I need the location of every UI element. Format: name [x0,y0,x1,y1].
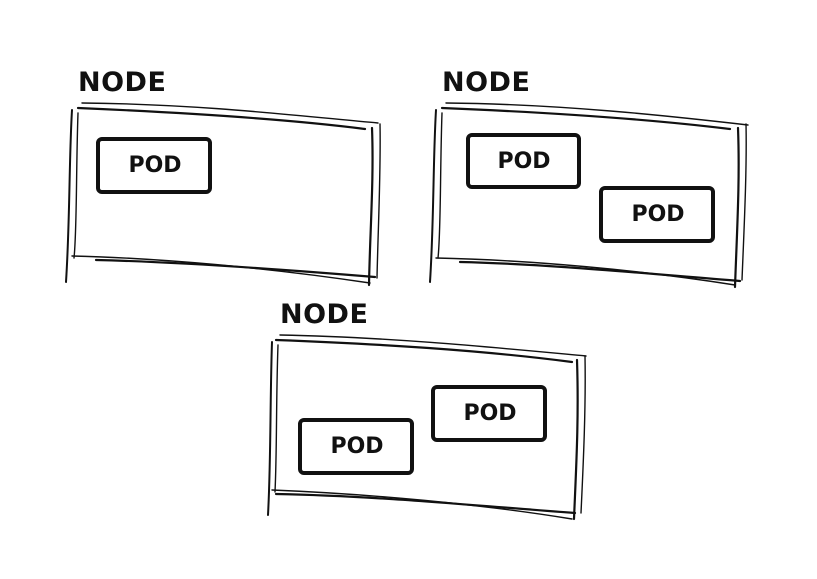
node-2-pod-2-label: POD [631,202,685,227]
node-2-label: NODE [442,67,531,98]
node-1-frame [65,102,381,287]
node-3-label: NODE [280,299,369,330]
node-2-pod-2-box [599,186,715,243]
node-1-label: NODE [78,67,167,98]
node-3-pod-1-label: POD [463,401,517,426]
node-1-pod-1-box [96,137,212,194]
node-3-pod-1-box [431,385,547,442]
node-3-pod-2-label: POD [330,434,384,459]
node-1-pod-1-label: POD [128,153,182,178]
node-2-pod-1-label: POD [497,149,551,174]
node-2-frame [429,102,749,289]
node-3-pod-2-box [298,418,414,475]
node-2-pod-1-box [466,133,581,189]
node-3-frame [267,334,587,521]
